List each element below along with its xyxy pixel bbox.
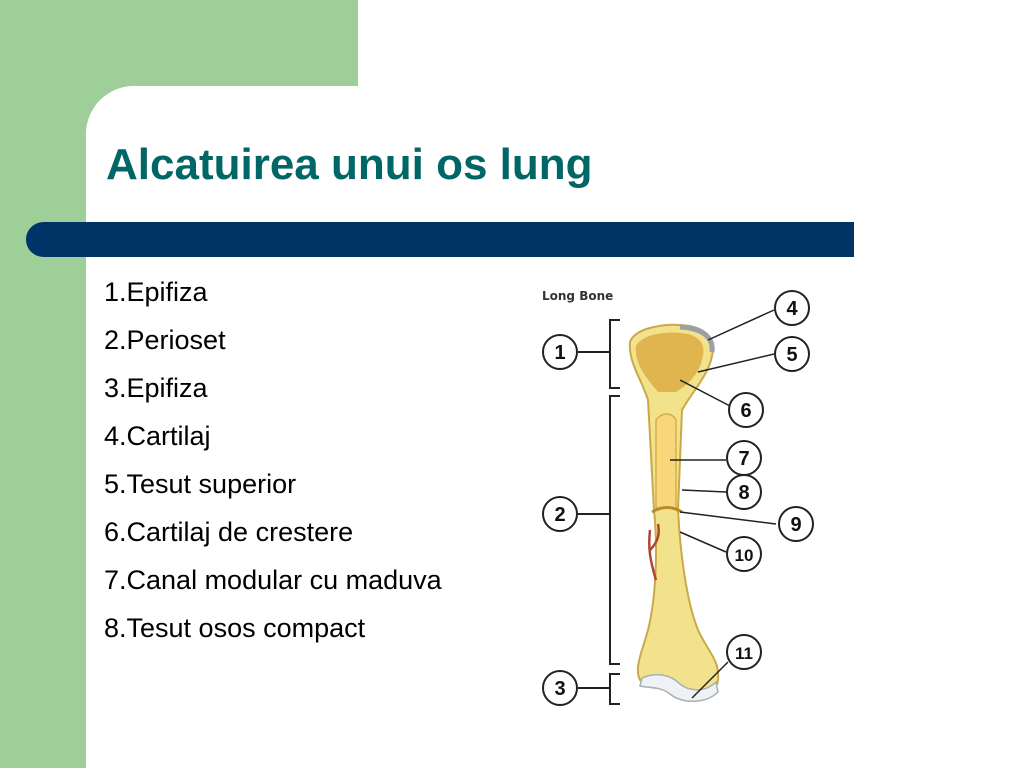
svg-text:8: 8 xyxy=(738,482,749,504)
leader-11 xyxy=(691,661,729,699)
list-item: 1.Epifiza xyxy=(104,276,524,308)
label-1: 1 xyxy=(542,334,578,370)
svg-text:10: 10 xyxy=(735,546,754,565)
list-item-text: 4.Cartilaj xyxy=(104,421,211,451)
svg-text:4: 4 xyxy=(786,298,798,320)
label-3: 3 xyxy=(542,670,578,706)
leader-10 xyxy=(679,531,727,553)
label-7: 7 xyxy=(726,440,762,476)
growth-plate xyxy=(651,506,683,514)
leader-9 xyxy=(679,511,777,525)
svg-text:1: 1 xyxy=(554,342,565,364)
label-8: 8 xyxy=(726,474,762,510)
leader-6 xyxy=(679,379,731,407)
label-5: 5 xyxy=(774,336,810,372)
list-item-text: 5.Tesut superior xyxy=(104,469,297,499)
list-item-text: 2.Perioset xyxy=(104,325,226,355)
label-10: 10 xyxy=(726,536,762,572)
svg-text:6: 6 xyxy=(740,400,751,422)
list-item: 8.Tesut osos compact xyxy=(104,612,524,644)
svg-text:11: 11 xyxy=(735,644,753,663)
leader-4 xyxy=(707,309,775,341)
leader-8 xyxy=(681,489,727,493)
label-11: 11 xyxy=(726,634,762,670)
list-item: 6.Cartilaj de crestere xyxy=(104,516,524,548)
leader-5 xyxy=(697,353,775,373)
bracket-1 xyxy=(609,319,620,389)
spongy-bone xyxy=(635,332,704,392)
label-2: 2 xyxy=(542,496,578,532)
diagram-title: Long Bone xyxy=(542,289,613,303)
blood-vessel xyxy=(648,523,660,581)
long-bone-diagram: Long Bone 1 2 3 4 5 xyxy=(530,280,860,720)
list-item: 7.Canal modular cu maduva xyxy=(104,564,524,596)
list-item: 3.Epifiza xyxy=(104,372,524,404)
medullary-cavity xyxy=(655,413,677,509)
articular-cartilage xyxy=(679,324,715,353)
list-item-text: 7.Canal modular cu maduva xyxy=(104,565,442,595)
label-9: 9 xyxy=(778,506,814,542)
long-bone-svg: Long Bone 1 2 3 4 5 xyxy=(542,289,814,706)
list-item: 4.Cartilaj xyxy=(104,420,524,452)
list-item-text: 8.Tesut osos compact xyxy=(104,613,366,643)
distal-cartilage xyxy=(639,673,719,702)
list-item-text: 6.Cartilaj de crestere xyxy=(104,517,354,547)
label-4: 4 xyxy=(774,290,810,326)
content-panel xyxy=(86,86,1024,768)
parts-list: 1.Epifiza 2.Perioset 3.Epifiza 4.Cartila… xyxy=(104,276,524,660)
list-item-text: 1.Epifiza xyxy=(104,277,208,307)
slide-title: Alcatuirea unui os lung xyxy=(106,140,593,189)
svg-text:2: 2 xyxy=(554,504,565,526)
list-item-text: 3.Epifiza xyxy=(104,373,208,403)
decorative-green-strip xyxy=(0,0,86,768)
svg-text:5: 5 xyxy=(786,344,797,366)
label-6: 6 xyxy=(728,392,764,428)
svg-text:3: 3 xyxy=(554,678,565,700)
list-item: 2.Perioset xyxy=(104,324,524,356)
list-item: 5.Tesut superior xyxy=(104,468,524,500)
title-divider-bar xyxy=(26,222,854,257)
bracket-3 xyxy=(609,673,620,705)
bracket-2 xyxy=(609,395,620,665)
svg-text:7: 7 xyxy=(738,448,749,470)
svg-text:9: 9 xyxy=(790,514,801,536)
